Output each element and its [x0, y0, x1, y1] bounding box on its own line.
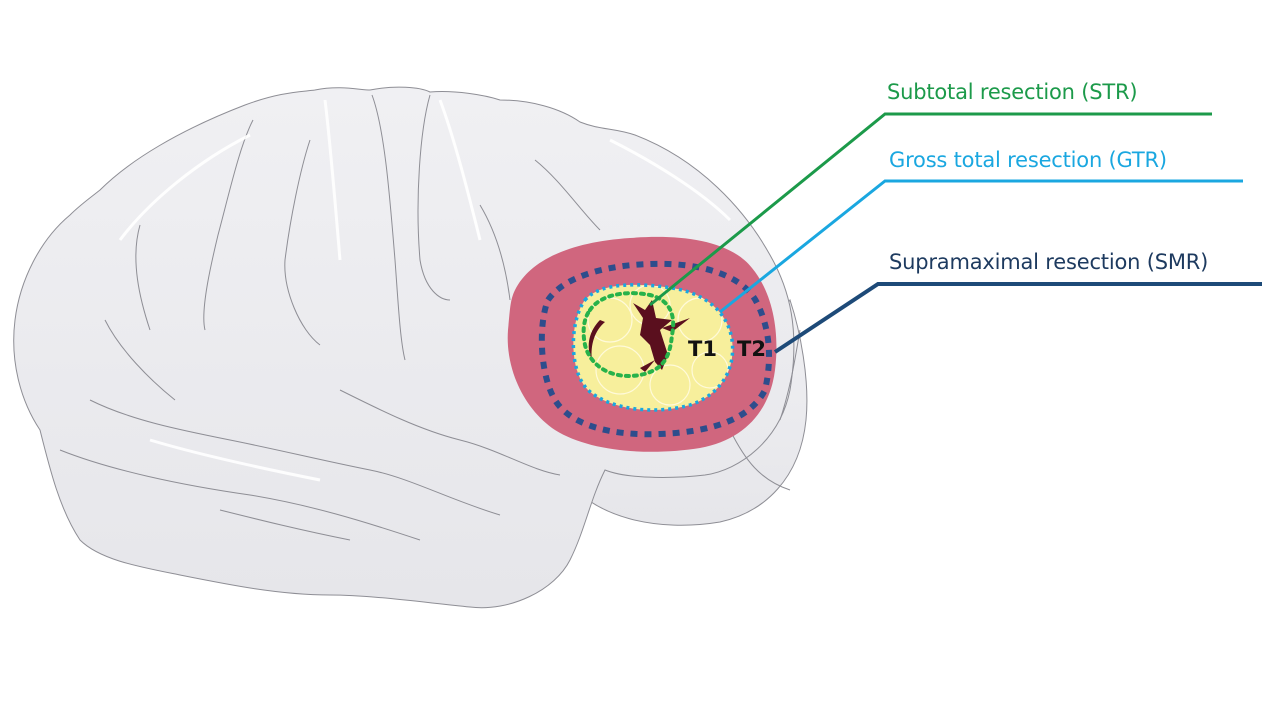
- brain-highlights: [118, 99, 732, 482]
- brain-outline: [13, 86, 795, 609]
- str-leader-line: [649, 112, 1212, 307]
- str-label: Subtotal resection (STR): [887, 80, 1138, 104]
- necrotic-core: [588, 300, 690, 372]
- t1-label: T1: [688, 337, 717, 361]
- t2-label: T2: [737, 337, 766, 361]
- smr-leader-line: [773, 282, 1262, 354]
- brain-sulci: [59, 94, 801, 541]
- gtr-label: Gross total resection (GTR): [889, 148, 1167, 172]
- str-boundary: [581, 291, 676, 378]
- gtr-leader-line: [719, 179, 1243, 314]
- brain-illustration: [13, 86, 808, 609]
- smr-label: Supramaximal resection (SMR): [889, 250, 1209, 274]
- gtr-boundary: [571, 283, 735, 412]
